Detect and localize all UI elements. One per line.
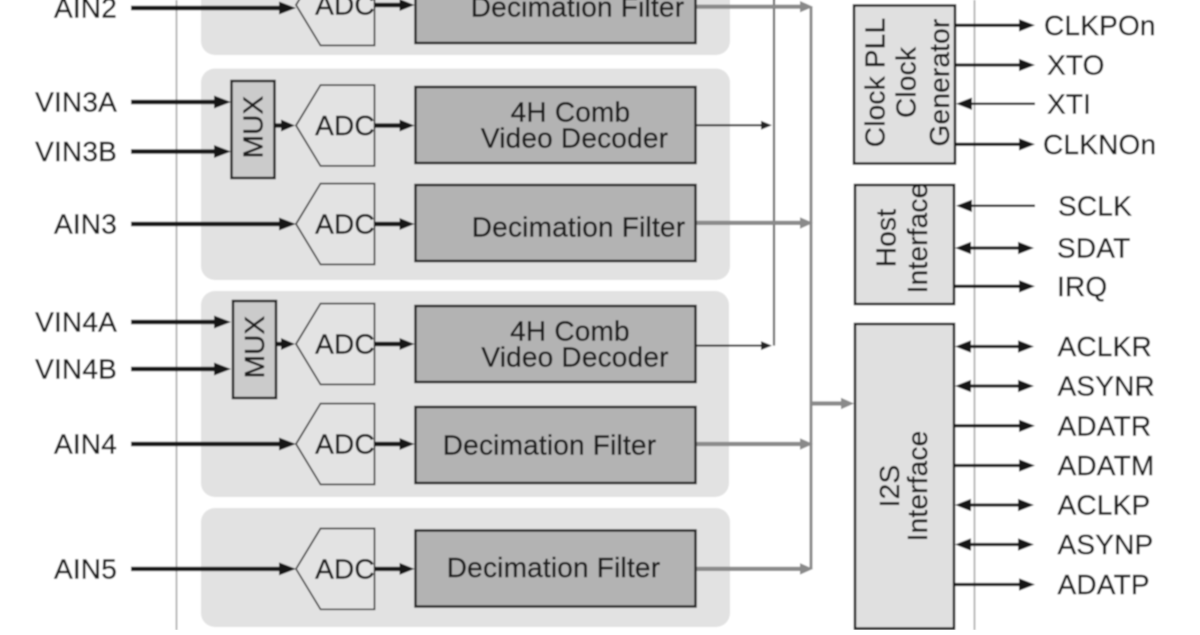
svg-text:Interface: Interface bbox=[902, 183, 933, 294]
svg-text:VIN3A: VIN3A bbox=[35, 87, 117, 118]
svg-text:XTI: XTI bbox=[1047, 88, 1091, 119]
svg-text:XTO: XTO bbox=[1047, 50, 1105, 81]
svg-text:Clock PLL: Clock PLL bbox=[860, 18, 891, 147]
svg-text:Decimation Filter: Decimation Filter bbox=[443, 430, 656, 461]
svg-text:AIN4: AIN4 bbox=[54, 429, 117, 460]
svg-text:VIN3B: VIN3B bbox=[35, 136, 117, 167]
svg-text:Interface: Interface bbox=[902, 431, 933, 542]
svg-text:ADATR: ADATR bbox=[1058, 410, 1152, 441]
svg-text:ADC: ADC bbox=[315, 110, 375, 141]
svg-text:SDAT: SDAT bbox=[1057, 233, 1130, 264]
svg-text:VIN4B: VIN4B bbox=[35, 354, 117, 385]
svg-text:Decimation Filter: Decimation Filter bbox=[471, 0, 684, 23]
svg-text:Decimation Filter: Decimation Filter bbox=[447, 552, 660, 583]
svg-text:4H Comb: 4H Comb bbox=[511, 96, 631, 127]
svg-text:CLKNOn: CLKNOn bbox=[1043, 129, 1156, 160]
svg-text:ADC: ADC bbox=[315, 209, 375, 240]
svg-text:Video Decoder: Video Decoder bbox=[481, 342, 668, 373]
svg-text:IRQ: IRQ bbox=[1057, 271, 1107, 302]
svg-text:Host: Host bbox=[871, 209, 902, 267]
svg-text:ADATP: ADATP bbox=[1058, 569, 1150, 600]
svg-text:Generator: Generator bbox=[924, 19, 955, 147]
svg-text:4H Comb: 4H Comb bbox=[510, 315, 630, 346]
svg-text:ADC: ADC bbox=[315, 329, 375, 360]
svg-text:Clock: Clock bbox=[891, 46, 922, 118]
svg-text:MUX: MUX bbox=[238, 95, 269, 158]
svg-text:ASYNR: ASYNR bbox=[1058, 371, 1155, 402]
svg-text:AIN2: AIN2 bbox=[54, 0, 117, 24]
svg-text:I2S: I2S bbox=[874, 465, 905, 508]
svg-text:ASYNP: ASYNP bbox=[1058, 529, 1154, 560]
svg-text:ADC: ADC bbox=[315, 429, 375, 460]
svg-text:VIN4A: VIN4A bbox=[35, 307, 117, 338]
svg-text:ADC: ADC bbox=[315, 553, 375, 584]
svg-text:MUX: MUX bbox=[239, 315, 270, 378]
svg-text:CLKPOn: CLKPOn bbox=[1044, 10, 1156, 41]
svg-text:ADC: ADC bbox=[315, 0, 375, 21]
svg-text:AIN3: AIN3 bbox=[54, 209, 117, 240]
svg-text:Video Decoder: Video Decoder bbox=[481, 123, 668, 154]
svg-text:AIN5: AIN5 bbox=[54, 553, 117, 584]
svg-text:ACLKP: ACLKP bbox=[1058, 490, 1151, 521]
svg-text:SCLK: SCLK bbox=[1058, 190, 1132, 221]
svg-text:ADATM: ADATM bbox=[1058, 450, 1155, 481]
svg-text:ACLKR: ACLKR bbox=[1058, 331, 1152, 362]
svg-text:Decimation Filter: Decimation Filter bbox=[472, 212, 685, 243]
